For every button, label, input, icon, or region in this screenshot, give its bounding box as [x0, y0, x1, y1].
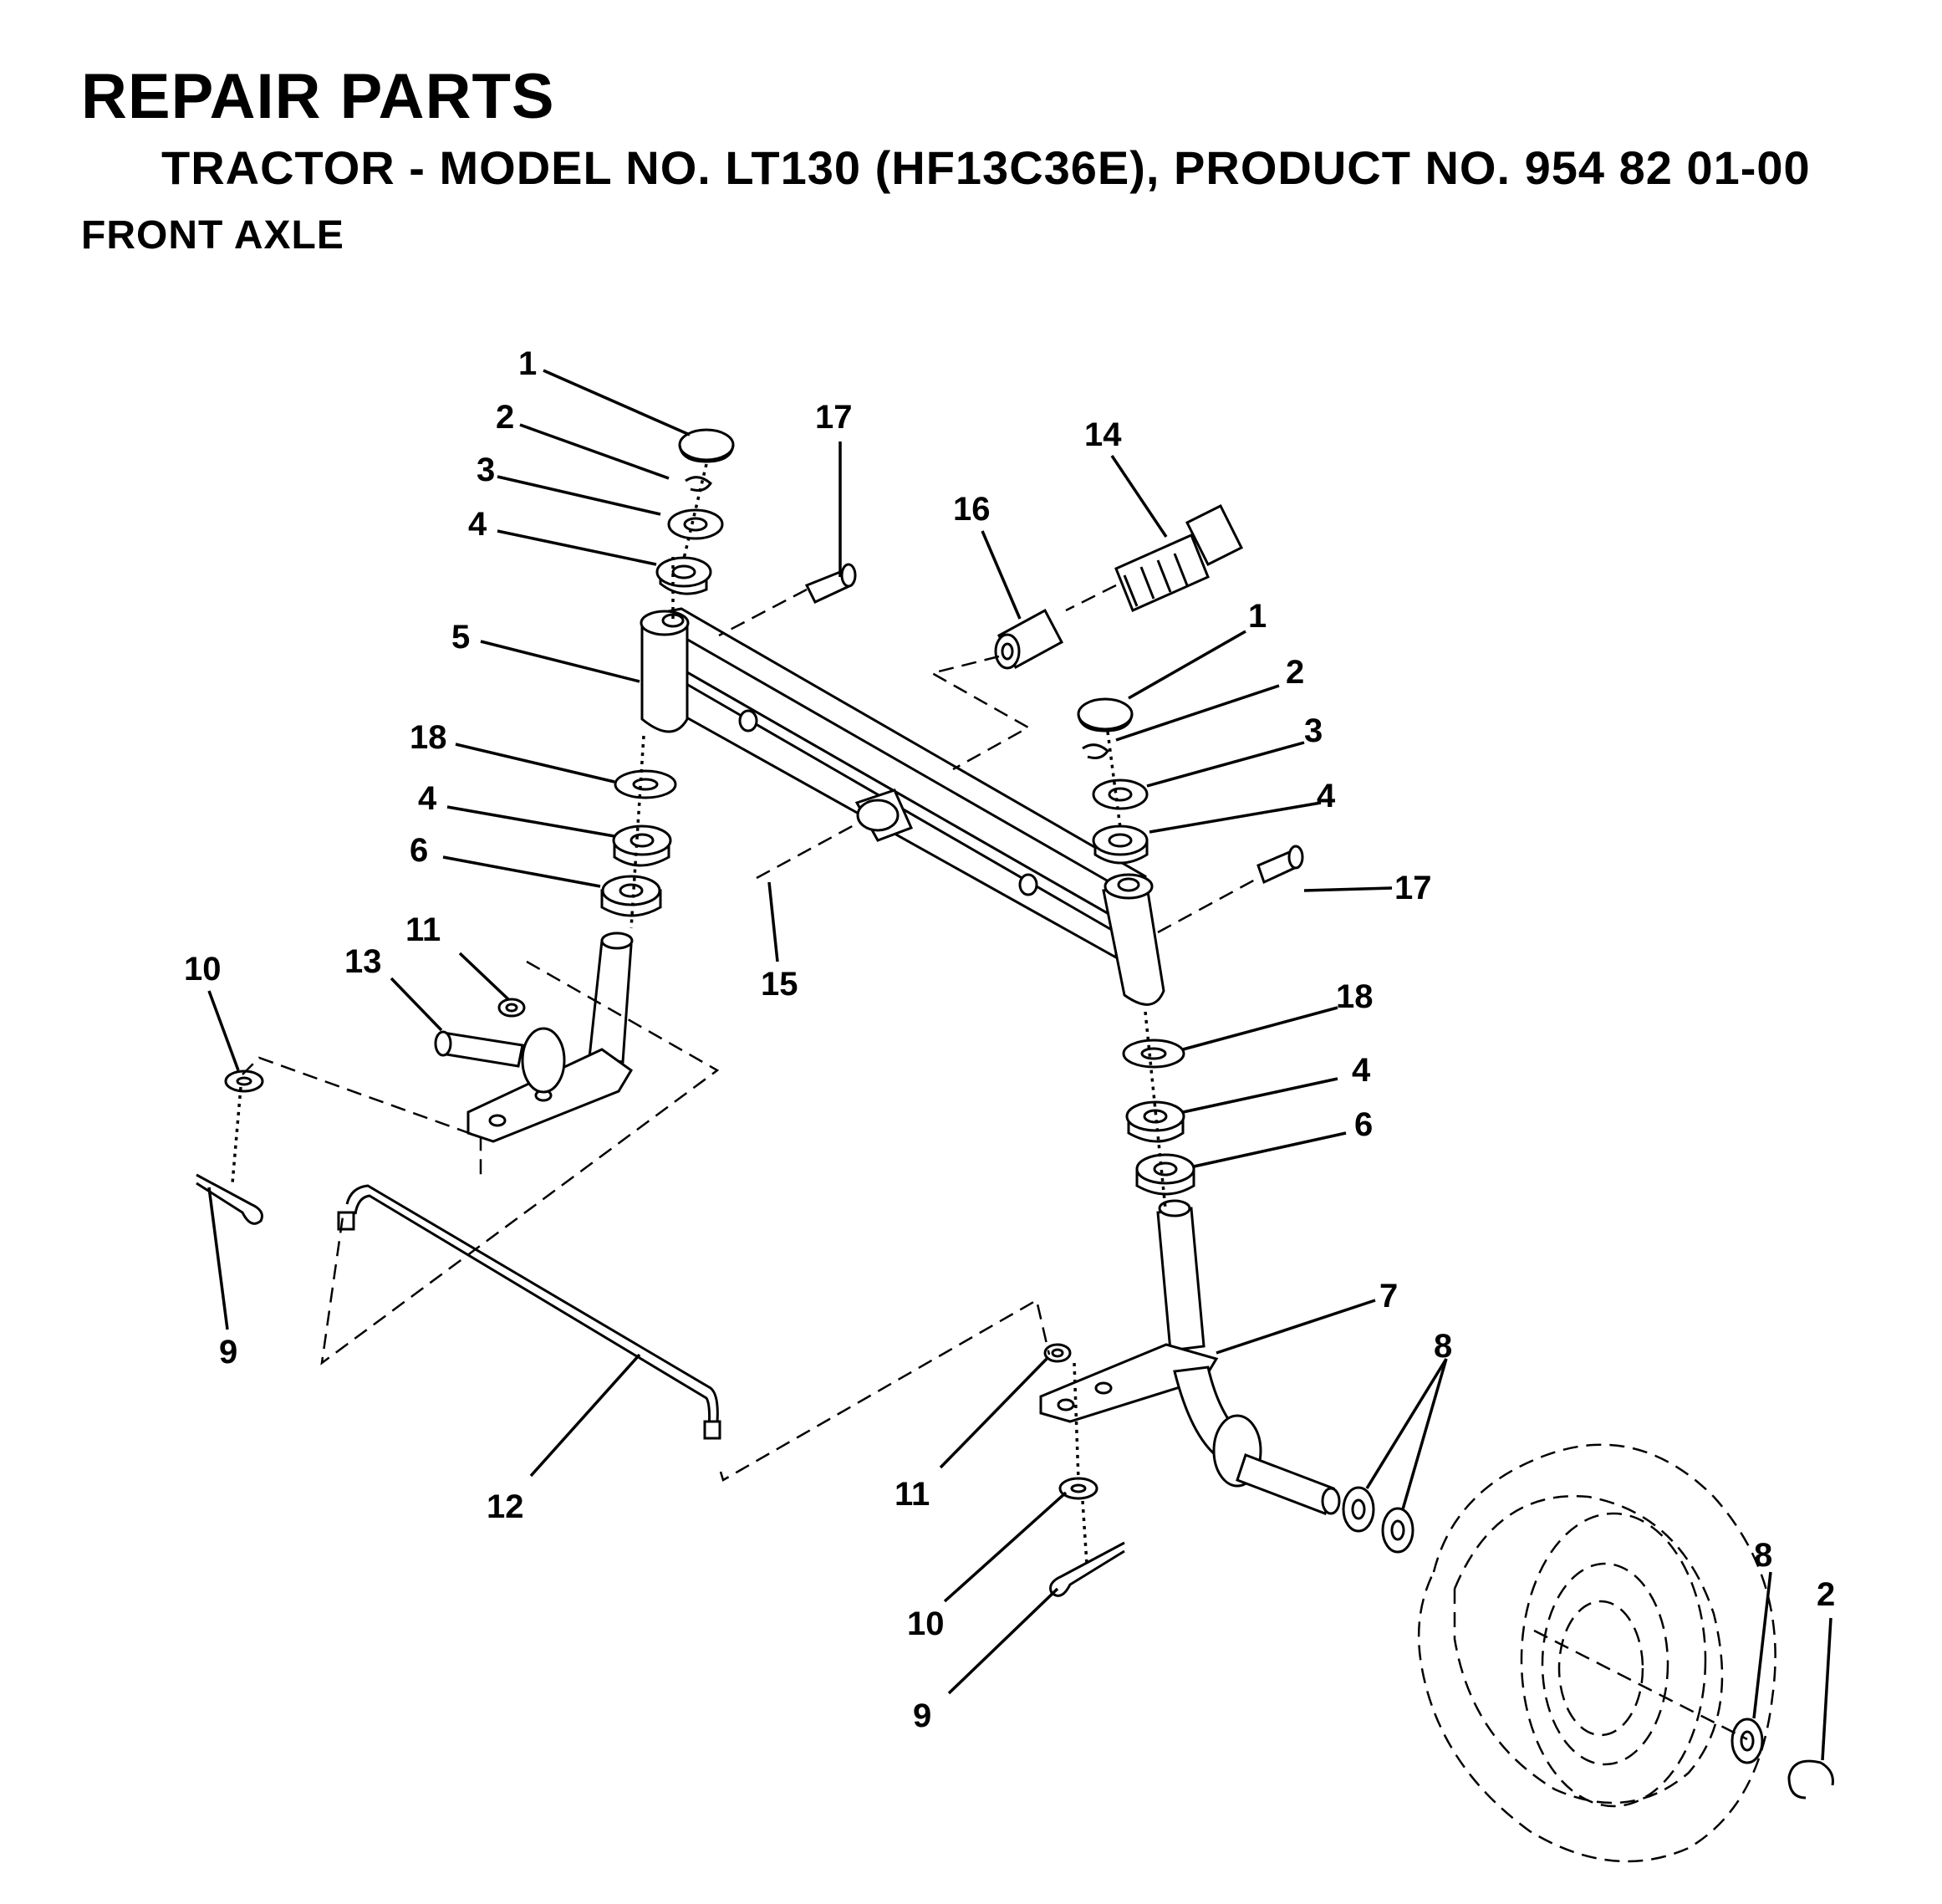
grease-fitting-lower	[1256, 845, 1304, 885]
callout-14: 14	[1084, 416, 1122, 453]
callout-12: 12	[487, 1488, 524, 1525]
callout-17-upper: 17	[815, 399, 853, 436]
washer-left-18-hole	[632, 778, 659, 791]
leader-lines	[207, 369, 1832, 1761]
callout-4-right-lower: 4	[1352, 1052, 1371, 1089]
cap-left	[678, 428, 735, 463]
axle-washer-8b	[1381, 1507, 1414, 1554]
front-axle-beam	[640, 607, 1165, 1006]
spindle-left	[434, 932, 634, 1143]
page-title: REPAIR PARTS	[81, 61, 555, 132]
callout-18-left: 18	[410, 719, 447, 756]
callout-9-left: 9	[219, 1334, 237, 1371]
callout-17-lower: 17	[1394, 870, 1432, 906]
washer-right-3	[1092, 778, 1149, 810]
callout-10-right: 10	[907, 1605, 945, 1642]
callout-11-right: 11	[895, 1476, 930, 1513]
callout-4-left-lower: 4	[418, 780, 437, 817]
wheel-washer-8	[1730, 1718, 1764, 1764]
washer-left-10-hole	[236, 1076, 252, 1086]
callout-11-left: 11	[405, 911, 441, 948]
grease-fitting-upper	[804, 563, 857, 604]
bearing-left-lower-4	[612, 824, 672, 867]
callout-6-left: 6	[410, 832, 428, 869]
drag-link-12	[337, 1184, 721, 1440]
callout-7: 7	[1379, 1278, 1398, 1314]
callout-labels: 1 2 3 4 5 17 16 14 1 2 3 4 18 4 6 17 15 …	[184, 345, 1835, 1734]
callout-3-top-right: 3	[1304, 712, 1323, 749]
bearing-right-4	[1092, 824, 1149, 865]
bushing-left-6	[600, 875, 662, 917]
callout-2-top-right: 2	[1286, 654, 1304, 691]
cotter-pin-left	[196, 1173, 263, 1225]
callout-6-right: 6	[1354, 1106, 1373, 1143]
bearing-left-4	[655, 556, 712, 595]
washer-right-10-hole	[1070, 1483, 1087, 1493]
pivot-bolt-14	[1114, 503, 1244, 613]
callout-8-wheel: 8	[1754, 1537, 1772, 1574]
callout-3-top-left: 3	[477, 452, 495, 488]
callout-2-wheel: 2	[1817, 1576, 1835, 1613]
assembly-lines	[231, 463, 1748, 1741]
callout-5: 5	[451, 619, 470, 656]
callout-13: 13	[344, 943, 382, 980]
wheel-e-ring-2	[1787, 1759, 1834, 1799]
washer-right-18-hole	[1140, 1047, 1167, 1060]
callout-4-top-left: 4	[468, 506, 487, 543]
model-subtitle: TRACTOR - MODEL NO. LT130 (HF13C36E), PR…	[161, 141, 1811, 194]
wheel-phantom	[1417, 1443, 1776, 1863]
callout-1-top-right: 1	[1248, 598, 1267, 635]
e-ring-right	[1082, 743, 1109, 759]
callout-2-top-left: 2	[496, 399, 514, 436]
callout-8-axle: 8	[1434, 1328, 1452, 1365]
axle-washer-8a	[1342, 1486, 1375, 1533]
e-ring-left	[685, 476, 712, 492]
bushing-right-6	[1135, 1153, 1195, 1196]
washer-left-3	[667, 508, 724, 540]
section-title: FRONT AXLE	[81, 213, 344, 258]
callout-9-right: 9	[913, 1697, 931, 1734]
cap-right	[1077, 697, 1134, 733]
callout-10-left: 10	[184, 951, 222, 988]
callout-16: 16	[953, 491, 991, 528]
cotter-pin-right	[1049, 1541, 1125, 1597]
spindle-right-7	[1039, 1199, 1341, 1515]
callout-18-right: 18	[1336, 978, 1374, 1015]
callout-4-top-right: 4	[1317, 778, 1336, 814]
callout-15: 15	[761, 966, 798, 1003]
callout-1-top-left: 1	[518, 345, 537, 382]
spacer-16	[994, 608, 1064, 670]
